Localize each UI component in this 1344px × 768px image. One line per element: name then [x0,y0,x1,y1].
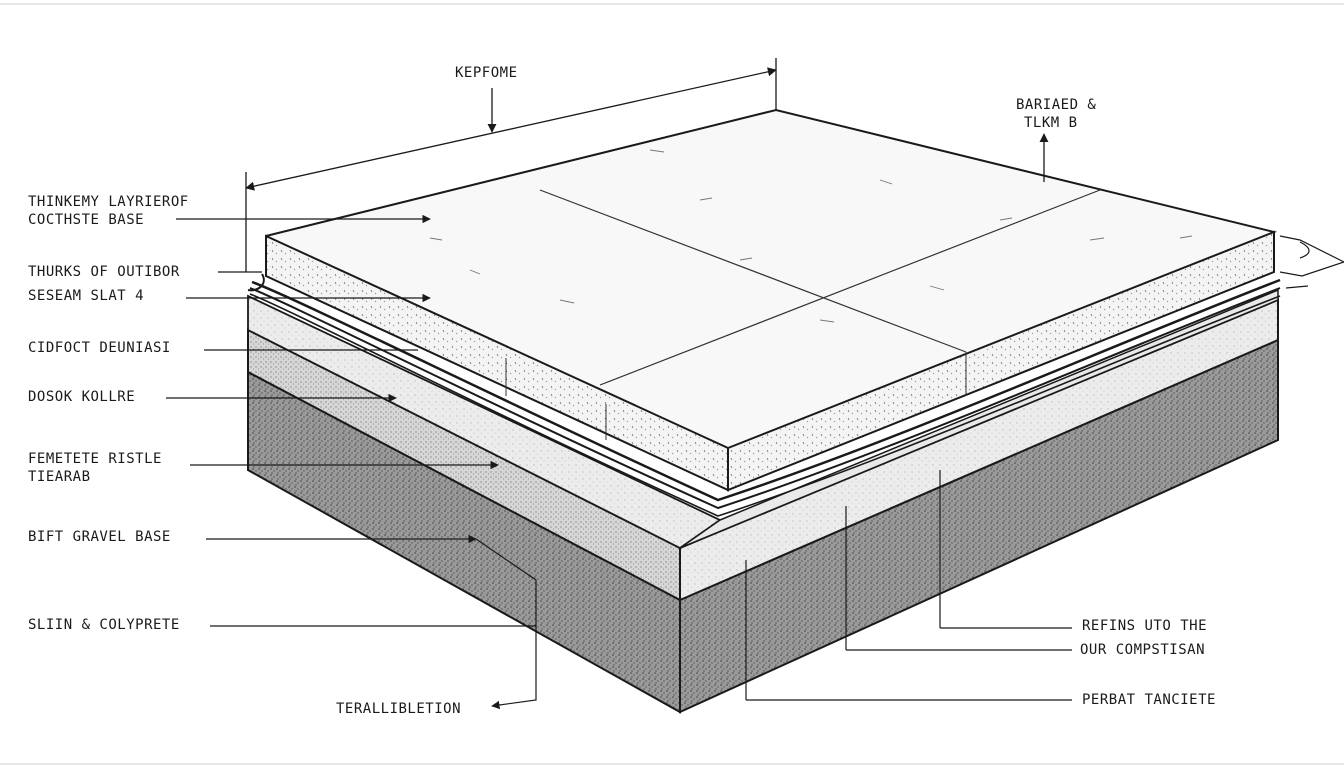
top-right-label-line-2: TLKM B [1024,115,1078,131]
left-label-soil-subgrade: SLIIN & COLYPRETE [28,617,180,633]
top-label: KEPFOME [455,65,518,81]
right-leader-lines [745,470,1072,701]
top-right-label: BARIAED & TLKM B [1016,96,1096,132]
left-label-filter-fabric: FEMETETE RISTLE TIEARAB [28,450,162,486]
left-label-5-line-2: TIEARAB [28,469,91,485]
bottom-label: TERALLIBLETION [336,701,462,717]
left-label-layer-of-base: THINKEMY LAYRIEROF COCTHSTE BASE [28,193,189,229]
bedding-layers [247,288,1279,550]
right-label-1: REFINS UTO THE [1082,618,1208,634]
left-label-0-line-1: THINKEMY LAYRIEROF [28,194,189,210]
left-label-bedding: DOSOK KOLLRE [28,389,136,405]
left-label-compact-layer: CIDFOCT DEUNIASI [28,340,171,356]
top-dimension-line [245,58,1049,272]
left-label-outer-course: THURKS OF OUTIBOR [28,264,180,280]
left-label-seam-slat: SESEAM SLAT 4 [28,288,145,304]
thickness-marks [1279,235,1344,289]
right-label-3: PERBAT TANCIETE [1082,692,1216,708]
left-label-gravel-base: BIFT GRAVEL BASE [28,529,171,545]
left-leader-lines [166,214,537,710]
slab-layer [265,108,1278,492]
left-label-5-line-1: FEMETETE RISTLE [28,451,162,467]
right-label-2: OUR COMPSTISAN [1080,642,1206,658]
left-label-0-line-2: COCTHSTE BASE [28,212,145,228]
top-right-label-line-1: BARIAED & [1016,97,1097,113]
membrane-layers [247,273,1281,517]
